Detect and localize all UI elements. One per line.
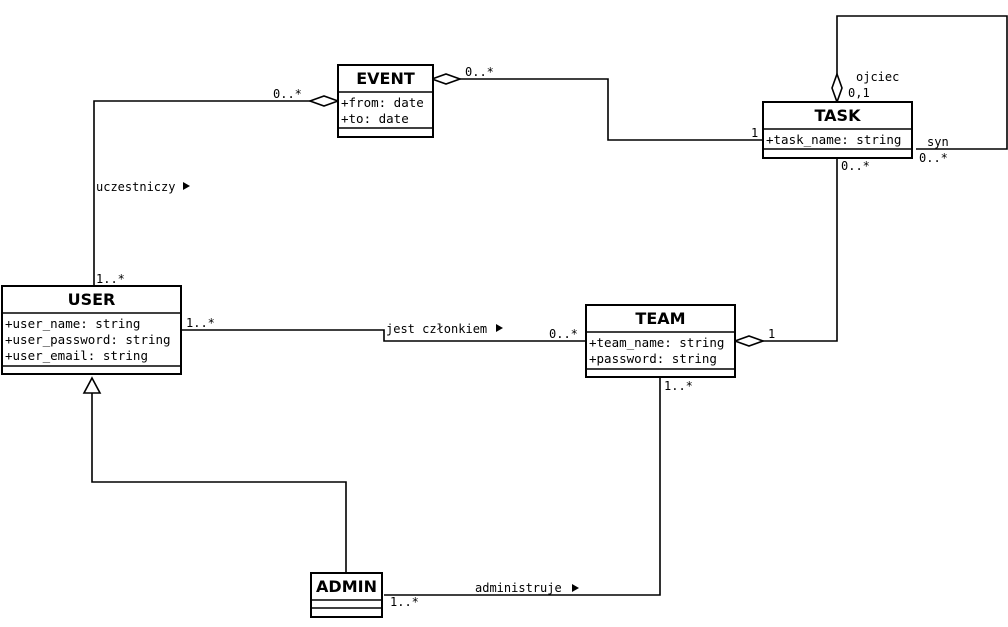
aggregation-diamond-event-task (429, 73, 463, 85)
edge-user-team (181, 329, 586, 342)
class-user-name: USER (68, 290, 116, 309)
class-event-attr: +from: date (341, 95, 424, 110)
user-event-mult-event: 0..* (273, 87, 302, 101)
edge-user-event (93, 100, 312, 286)
task-self-child-mult: 0..* (919, 151, 948, 165)
class-team-name: TEAM (635, 309, 685, 328)
edge-admin-team (384, 377, 661, 596)
event-task-mult-task: 1 (751, 126, 758, 140)
class-user-attr: +user_password: string (5, 332, 171, 347)
aggregation-diamond-event-user (307, 95, 341, 107)
user-team-mult-team: 0..* (549, 327, 578, 341)
class-event-attr: +to: date (341, 111, 409, 126)
edge-admin-user-generalization (91, 393, 347, 573)
direction-arrow-icon (496, 324, 503, 332)
task-self-child-role: syn (927, 135, 949, 149)
aggregation-diamond-team-task (732, 335, 766, 347)
class-user-attr: +user_name: string (5, 316, 140, 331)
admin-team-mult-team: 1..* (664, 379, 693, 393)
task-team-mult-task: 0..* (841, 159, 870, 173)
class-admin-name: ADMIN (316, 577, 377, 596)
generalization-triangle (82, 376, 102, 394)
class-team-attr: +team_name: string (589, 335, 724, 350)
user-event-label: uczestniczy (96, 180, 175, 194)
class-task-attr: +task_name: string (766, 132, 901, 147)
class-user-attr: +user_email: string (5, 348, 148, 363)
class-event-name: EVENT (356, 69, 415, 88)
class-task-name: TASK (815, 106, 862, 125)
admin-team-mult-admin: 1..* (390, 595, 419, 609)
event-task-mult-event: 0..* (465, 65, 494, 79)
class-team[interactable]: TEAM +team_name: string +password: strin… (585, 304, 736, 378)
class-event[interactable]: EVENT +from: date +to: date (337, 64, 434, 138)
class-user[interactable]: USER +user_name: string +user_password: … (1, 285, 182, 375)
edge-event-task (460, 78, 763, 141)
task-team-mult-team: 1 (768, 327, 775, 341)
class-task[interactable]: TASK +task_name: string (762, 101, 913, 159)
task-self-parent-mult: 0,1 (848, 86, 870, 100)
direction-arrow-icon (572, 584, 579, 592)
edge-task-self (836, 15, 1008, 150)
user-team-mult-user: 1..* (186, 316, 215, 330)
class-team-attr: +password: string (589, 351, 717, 366)
edge-task-team (763, 158, 838, 342)
aggregation-diamond-task-self (831, 71, 843, 105)
task-self-parent-role: ojciec (856, 70, 899, 84)
direction-arrow-icon (183, 182, 190, 190)
user-team-label: jest członkiem (386, 322, 487, 336)
user-event-mult-user: 1..* (96, 272, 125, 286)
admin-team-label: administruje (475, 581, 562, 595)
class-admin[interactable]: ADMIN (310, 572, 383, 618)
